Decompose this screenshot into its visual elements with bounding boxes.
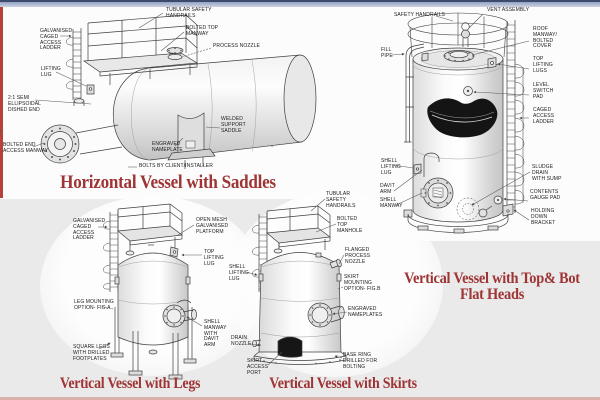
bottom-drain (148, 349, 158, 355)
callout-holding-down-bracket: HOLDING DOWN BRACKET (531, 208, 556, 226)
callout-engraved-nameplates: ENGRAVED NAMEPLATES (348, 306, 383, 318)
caption-legs-vessel: Vertical Vessel with Legs (59, 375, 201, 392)
base-ring (253, 351, 347, 365)
flanged-process-nozzle (329, 258, 342, 269)
safety-handrail-ring (407, 12, 509, 58)
callout-bolts-by-client: BOLTS BY CLIENT/INSTALLER (139, 163, 213, 169)
callout-caged-access-ladder: CAGED ACCESS LADDER (533, 107, 555, 125)
callout-galvanised-caged-access-ladder: GALVANISED CAGED ACCESS LADDER (40, 28, 73, 52)
callout-shell-lifting-lug: SHELL LIFTING LUG (381, 158, 401, 176)
callout-contents-gauge-pad: CONTENTS GAUGE PAD (530, 189, 561, 201)
roof-manway-bolted-cover (443, 50, 475, 62)
callout-process-nozzle: PROCESS NOZZLE (213, 43, 260, 49)
callout-bolted-top-manhole: BOLTED TOP MANHOLE (337, 216, 363, 234)
vessel-shell (112, 54, 317, 161)
bottom-red-line (0, 397, 600, 400)
callout-safety-handrails: SAFETY HANDRAILS (394, 12, 445, 18)
legs-vessel-drawing (98, 203, 203, 380)
callout-shell-manway-with-davit-arm: SHELL MANWAY WITH DAVIT ARM (204, 319, 227, 348)
callout-open-mesh-galvanised-platform: OPEN MESH GALVANISED PLATFORM (196, 217, 229, 235)
callout-tubular-safety-handrails: TUBULAR SAFETY HANDRAILS (166, 7, 212, 19)
callout-base-ring-drilled-for-bolting: BASE RING DRILLED FOR BOLTING (343, 352, 378, 370)
callout-tubular-safety-handrails-skirts: TUBULAR SAFETY HANDRAILS (326, 191, 356, 209)
sludge-drain-sump (456, 197, 493, 221)
callout-skirt-mounting-option: SKIRT MOUNTING OPTION- FIG.B (344, 274, 381, 292)
callout-fill-pipe: FILL PIPE (381, 47, 393, 59)
contents-gauge-pad (493, 195, 503, 205)
vessel-shell (117, 244, 189, 346)
callout-vent-assembly: VENT ASSEMBLY (487, 7, 530, 13)
vent-assembly (461, 22, 470, 47)
caption-skirts-vessel: Vertical Vessel with Skirts (269, 375, 417, 392)
caption-flat-heads-vessel: Vertical Vessel with Top& Bot Flat Heads (404, 270, 580, 303)
callout-skirt-access-port: SKIRT ACCESS PORT (247, 358, 269, 376)
caption-horizontal-vessel: Horizontal Vessel with Saddles (60, 172, 276, 193)
callout-dished-end: 2:1 SEMI ELLIPSOIDAL DISHED END (8, 95, 42, 113)
shell-manway-flange (420, 177, 454, 209)
shell-manway-with-davit (162, 299, 197, 328)
callout-roof-manway-bolted-cover: ROOF MANWAY/ BOLTED COVER (533, 26, 558, 50)
callout-davit-arm: DAVIT ARM (380, 183, 395, 195)
davit-arm (423, 152, 440, 177)
callout-leg-mounting-option: LEG MOUNTING OPTION- FIG.A (74, 299, 114, 311)
level-switch-pad (463, 86, 473, 96)
left-red-stripe (0, 7, 3, 198)
leader-lines (32, 12, 221, 168)
callout-bolted-top-manway: BOLTED TOP MANWAY (186, 25, 219, 37)
callout-drain-nozzle: DRAIN NOZZLE (231, 335, 252, 347)
shoulder-lugs (258, 273, 342, 282)
top-lifting-lugs (421, 52, 497, 69)
end-access-manway-flange (0, 124, 123, 164)
lips-watermark-shape (427, 98, 498, 138)
callout-sludge-drain-with-sump: SLUDGE DRAIN WITH SUMP (532, 164, 562, 182)
lifting-lug-plate (86, 84, 95, 95)
head-nozzle-stub (73, 98, 85, 106)
horizontal-vessel-drawing (0, 12, 317, 169)
skirts-vessel-drawing (245, 198, 348, 366)
fill-pipe (404, 43, 425, 143)
callout-bolted-end-access-manway: BOLTED END ACCESS MANWAY (3, 142, 49, 154)
platform-handrails (266, 205, 331, 253)
process-nozzle-flange (166, 47, 184, 60)
skirt-access-port (277, 336, 303, 358)
shell-lifting-lug (413, 163, 422, 175)
top-lifting-lug (169, 246, 179, 258)
platform-handrails (117, 203, 183, 253)
callout-shell-lifting-lug-skirts: SHELL LIFTING LUG (229, 264, 249, 282)
caged-access-ladder (103, 211, 119, 292)
front-legs (128, 331, 183, 380)
callout-shell-manway: SHELL MANWAY (380, 197, 403, 209)
callout-engraved-nameplate: ENGRAVED NAMEPLATE (152, 141, 183, 153)
leader-lines (391, 13, 531, 221)
caged-access-ladder (66, 28, 82, 100)
top-blue-bar (0, 0, 600, 7)
shell-lifting-lugs (114, 276, 191, 285)
callout-top-lifting-lug: TOP LIFTING LUG (204, 249, 224, 267)
base-ring (407, 213, 509, 234)
leader-lines (245, 198, 348, 366)
callout-top-lifting-lugs: TOP LIFTING LUGS (533, 56, 553, 74)
shell-manway-flange (307, 302, 345, 328)
callout-galvanised-caged-access-ladder-legs: GALVANISED CAGED ACCESS LADDER (73, 218, 106, 242)
leader-lines (98, 224, 203, 350)
flat-heads-vessel-drawing (391, 12, 531, 234)
callout-lifting-lug: LIFTING LUG (41, 66, 61, 78)
caged-access-ladder (506, 20, 525, 214)
vessel-shell-and-skirt (258, 248, 342, 353)
callout-square-legs-with-drilled-footplates: SQUARE LEGS WITH DRILLED FOOTPLATES (73, 344, 110, 362)
callout-flanged-process-nozzle: FLANGED PROCESS NOZZLE (345, 247, 371, 265)
callout-level-switch-pad: LEVEL SWITCH PAD (533, 82, 554, 100)
callout-welded-support-saddle: WELDED SUPPORT SADDLE (221, 116, 246, 134)
saddle-front (167, 112, 216, 169)
